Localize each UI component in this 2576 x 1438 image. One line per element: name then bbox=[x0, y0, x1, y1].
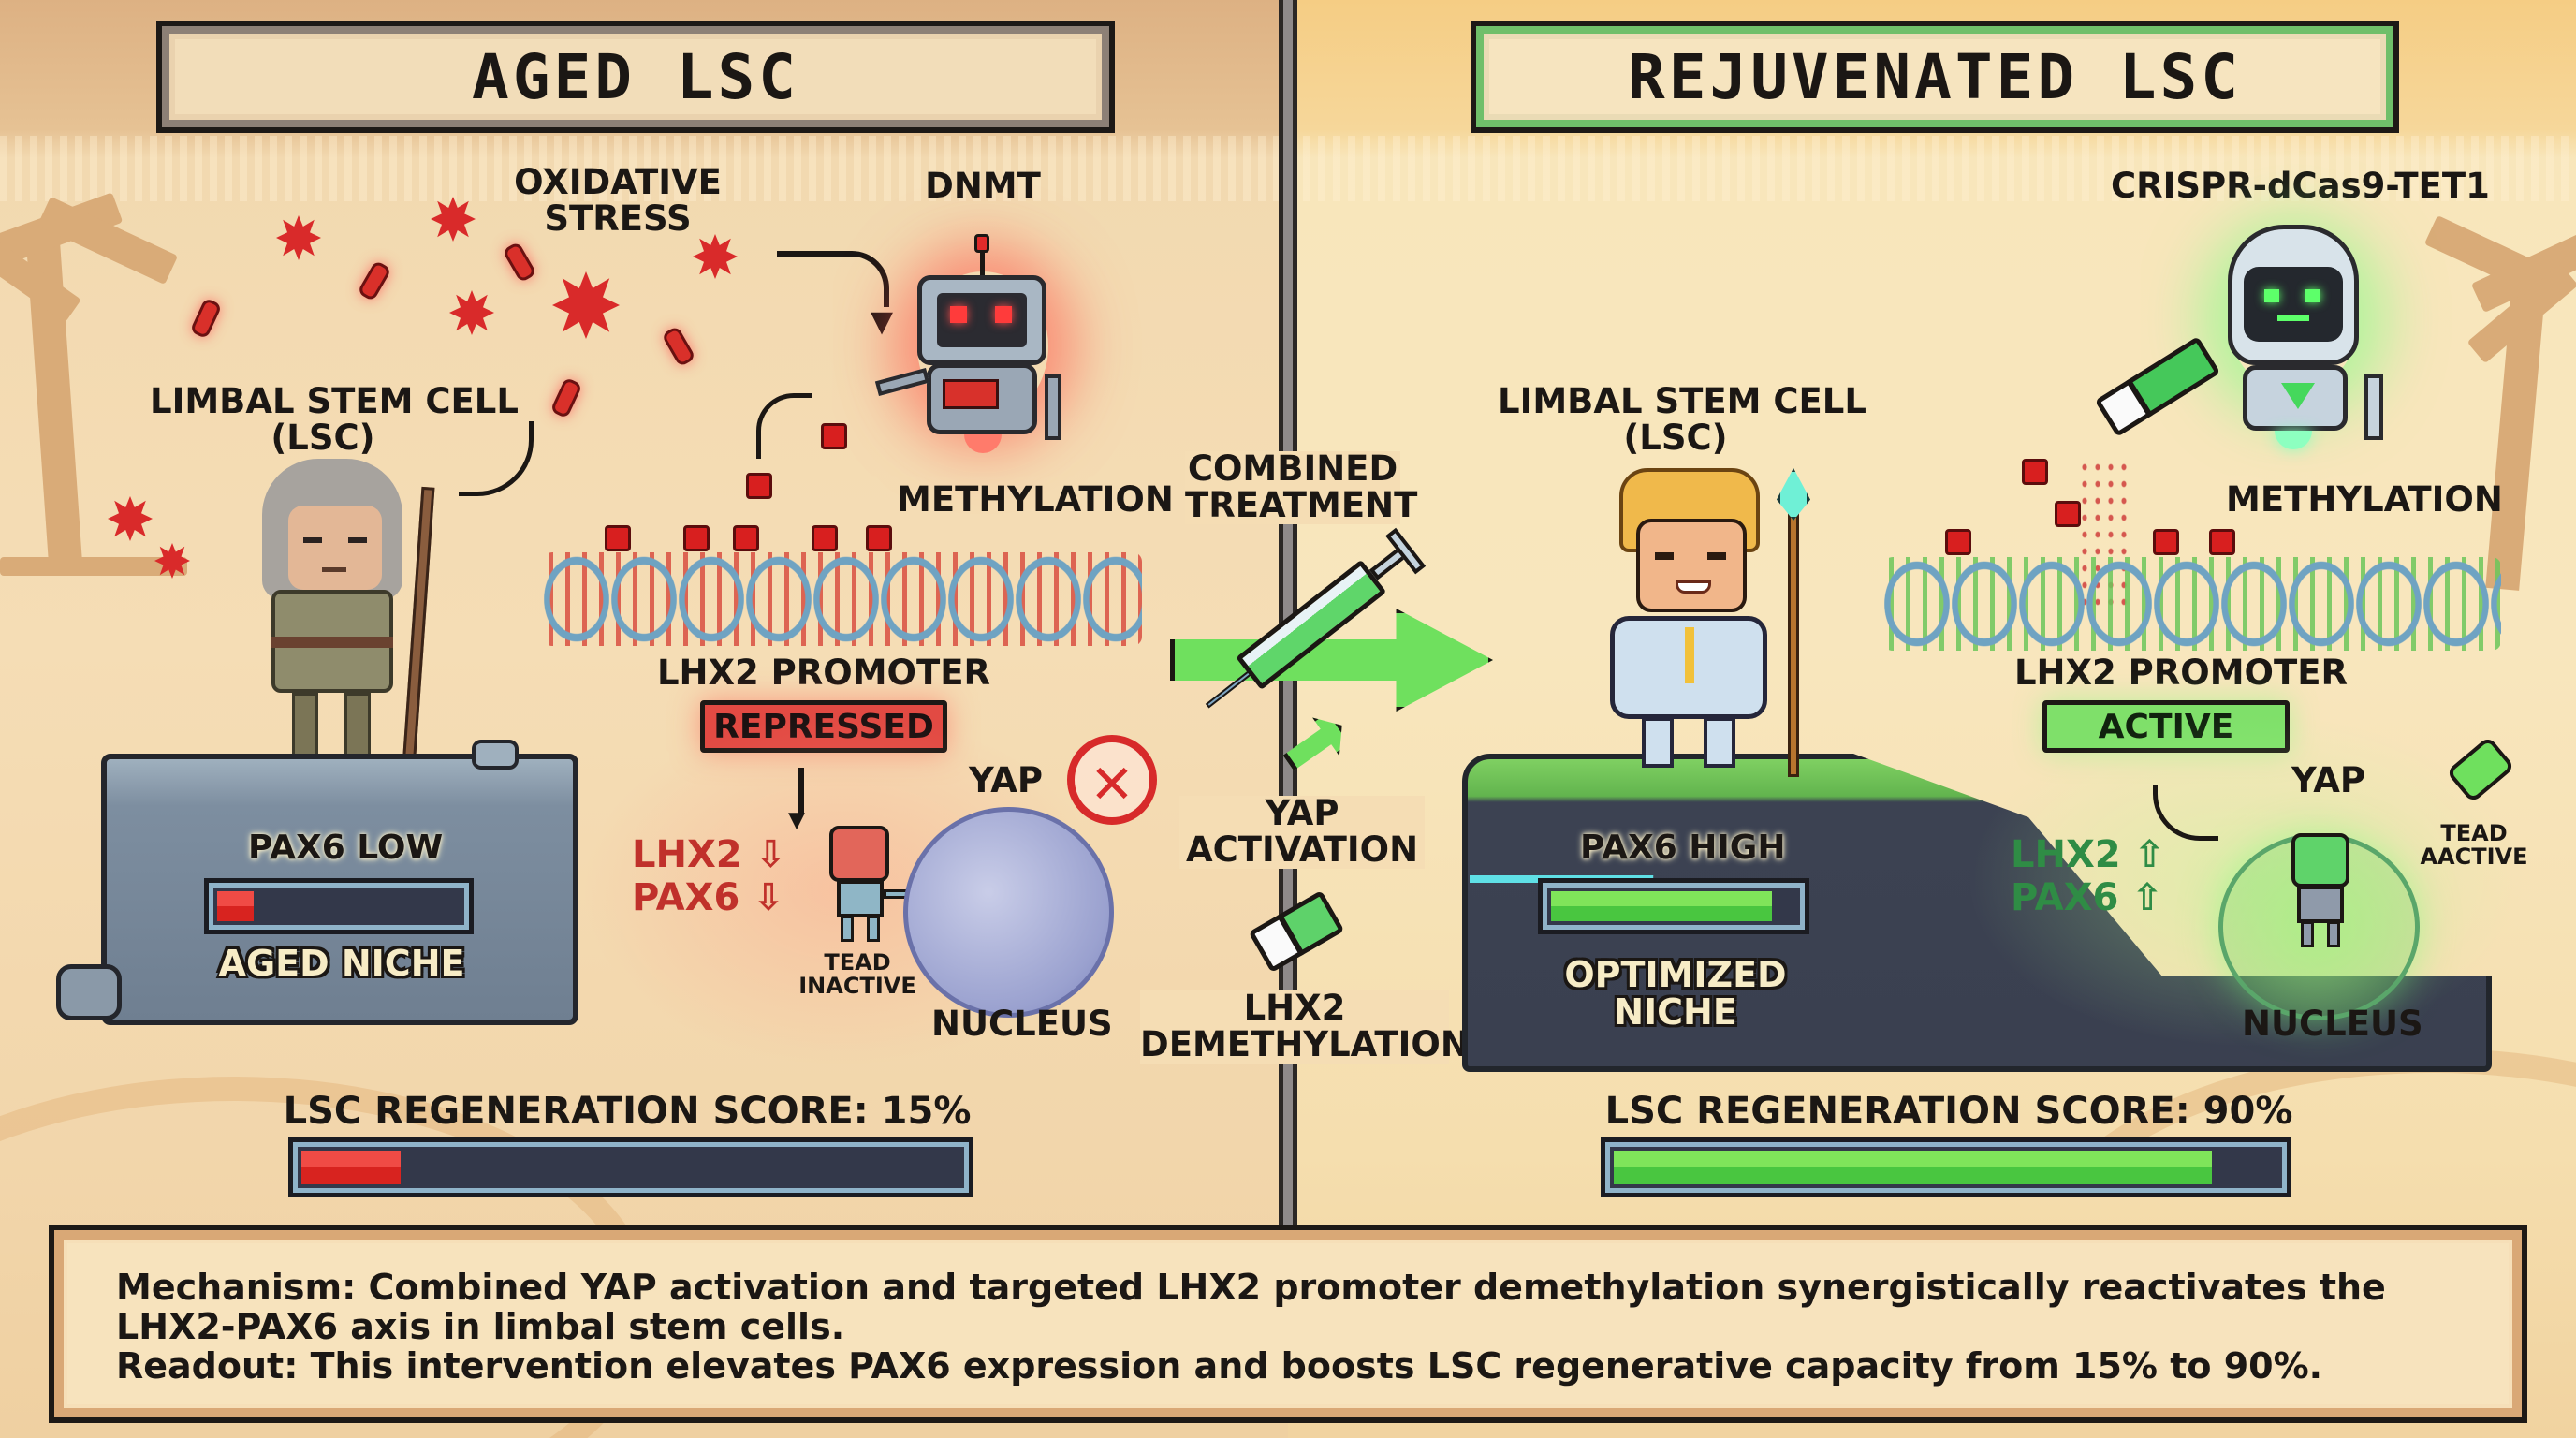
ros-particle-icon bbox=[693, 234, 738, 279]
mechanism-text-line-1: Mechanism: Combined YAP activation and t… bbox=[116, 1267, 2386, 1308]
arrow-promoter-to-tead bbox=[798, 768, 804, 814]
rejuvenated-lsc-label: LIMBAL STEM CELL (LSC) bbox=[1498, 381, 1866, 458]
palm-tree-silhouette bbox=[2415, 214, 2576, 609]
ros-particle-icon bbox=[276, 215, 321, 260]
arrow-head-icon: ▼ bbox=[788, 803, 806, 836]
pax6-high-bar-fill bbox=[1551, 891, 1772, 921]
yap-activation-label: YAP ACTIVATION bbox=[1179, 795, 1425, 869]
aged-nucleus bbox=[903, 807, 1114, 1018]
dnmt-robot-icon bbox=[861, 234, 1105, 459]
rejuvenated-score-bar-fill bbox=[1614, 1151, 2212, 1184]
aged-score-label: LSC REGENERATION SCORE: 15% bbox=[283, 1090, 972, 1133]
crispr-dcas9-tet1-label: CRISPR-dCas9-TET1 bbox=[2111, 166, 2490, 206]
methyl-group-icon bbox=[733, 525, 759, 551]
methyl-group-icon bbox=[1945, 529, 1971, 555]
up-arrow-icon: ⇧ bbox=[2131, 876, 2163, 919]
methyl-group-icon bbox=[812, 525, 838, 551]
oxidative-stress-particles bbox=[94, 178, 749, 609]
aged-stem-cell-character bbox=[234, 459, 449, 777]
gene-pax6-up: PAX6 ⇧ bbox=[2011, 876, 2163, 919]
optimized-niche-label: OPTIMIZED NICHE bbox=[1564, 954, 1787, 1033]
ros-pill-icon bbox=[549, 376, 583, 419]
aged-dna-helix bbox=[543, 552, 1142, 646]
rejuvenated-dna-helix bbox=[1883, 557, 2501, 651]
methyl-group-icon bbox=[746, 473, 772, 499]
rubble-icon bbox=[472, 740, 519, 770]
methyl-group-icon bbox=[605, 525, 631, 551]
ros-pill-icon bbox=[189, 297, 223, 340]
ros-particle-icon bbox=[108, 496, 153, 541]
aged-gene-list: LHX2 ⇩ PAX6 ⇩ bbox=[632, 833, 786, 919]
gene-pax6-down: PAX6 ⇩ bbox=[632, 876, 784, 919]
down-arrow-icon: ⇩ bbox=[754, 833, 787, 876]
aged-yap-label: YAP bbox=[969, 760, 1044, 800]
tead-inactive-character bbox=[812, 826, 921, 947]
lhx2-demethylation-label: LHX2 DEMETHYLATION bbox=[1140, 988, 1470, 1064]
methyl-group-icon bbox=[2055, 501, 2081, 527]
dnmt-label: DNMT bbox=[925, 166, 1041, 206]
rejuvenated-lsc-title: REJUVENATED LSC bbox=[1471, 21, 2399, 133]
aged-niche-label: AGED NICHE bbox=[218, 943, 465, 984]
combined-treatment-label: COMBINED TREATMENT bbox=[1185, 448, 1418, 525]
pax6-low-label: PAX6 LOW bbox=[248, 829, 444, 867]
rejuvenated-score-label: LSC REGENERATION SCORE: 90% bbox=[1604, 1090, 2293, 1133]
aged-nucleus-label: NUCLEUS bbox=[931, 1004, 1113, 1044]
yap-blocked-icon: ✕ bbox=[1067, 735, 1157, 825]
ros-particle-icon bbox=[552, 271, 620, 339]
ros-particle-icon bbox=[154, 543, 190, 579]
up-arrow-icon: ⇧ bbox=[2133, 833, 2166, 876]
arrow-dnmt-to-dna bbox=[756, 393, 812, 459]
mechanism-summary-box: Mechanism: Combined YAP activation and t… bbox=[49, 1225, 2527, 1423]
ros-particle-icon bbox=[449, 290, 494, 335]
rejuvenated-yap-label: YAP bbox=[2291, 760, 2366, 800]
arrow-ros-to-dnmt bbox=[777, 251, 889, 307]
pax6-low-bar-fill bbox=[217, 891, 254, 921]
aged-lsc-label: LIMBAL STEM CELL (LSC) bbox=[150, 381, 519, 458]
down-arrow-icon: ⇩ bbox=[753, 876, 784, 919]
rejuvenated-methylation-label: METHYLATION bbox=[2226, 479, 2503, 520]
arrow-head-icon: ▼ bbox=[871, 300, 894, 343]
aged-lsc-title: AGED LSC bbox=[156, 21, 1115, 133]
rejuvenated-score-bar bbox=[1601, 1137, 2291, 1197]
rejuvenated-gene-list: LHX2 ⇧ PAX6 ⇧ bbox=[2011, 833, 2165, 919]
ros-pill-icon bbox=[502, 241, 537, 284]
methyl-group-icon bbox=[821, 423, 847, 449]
tead-inactive-label: TEAD INACTIVE bbox=[798, 949, 916, 1000]
aged-promoter-label: LHX2 PROMOTER bbox=[656, 653, 991, 693]
rejuvenated-promoter-label: LHX2 PROMOTER bbox=[2013, 653, 2349, 693]
oxidative-stress-label: OXIDATIVE STRESS bbox=[514, 162, 722, 239]
readout-text: Readout: This intervention elevates PAX6… bbox=[116, 1345, 2323, 1387]
methyl-group-icon bbox=[2022, 459, 2048, 485]
promoter-status-repressed: REPRESSED bbox=[700, 700, 947, 753]
ros-pill-icon bbox=[661, 325, 696, 368]
methyl-group-icon bbox=[2153, 529, 2179, 555]
rejuvenated-stem-cell-character bbox=[1582, 468, 1816, 777]
aged-score-bar-fill bbox=[301, 1151, 401, 1184]
ros-pill-icon bbox=[357, 259, 392, 302]
pax6-high-bar bbox=[1538, 878, 1809, 934]
pax6-high-label: PAX6 HIGH bbox=[1580, 829, 1786, 867]
rubble-icon bbox=[56, 964, 122, 1020]
mechanism-text-line-2: LHX2-PAX6 axis in limbal stem cells. bbox=[116, 1306, 845, 1347]
aged-methylation-label: METHYLATION bbox=[897, 479, 1174, 520]
gene-lhx2-up: LHX2 ⇧ bbox=[2011, 833, 2166, 876]
ros-particle-icon bbox=[431, 197, 476, 242]
tead-active-label: TEAD AACTIVE bbox=[2420, 820, 2528, 871]
crispr-robot-icon bbox=[2094, 215, 2434, 459]
gene-lhx2-down: LHX2 ⇩ bbox=[632, 833, 787, 876]
palm-tree-silhouette bbox=[0, 187, 187, 580]
methylation-marks bbox=[543, 520, 936, 557]
pax6-low-bar bbox=[204, 878, 474, 934]
promoter-status-active: ACTIVE bbox=[2042, 700, 2290, 753]
methyl-group-icon bbox=[683, 525, 710, 551]
methyl-group-icon bbox=[2209, 529, 2235, 555]
rejuvenated-nucleus-label: NUCLEUS bbox=[2242, 1004, 2423, 1044]
aged-score-bar bbox=[288, 1137, 973, 1197]
methyl-group-icon bbox=[866, 525, 892, 551]
tead-active-character bbox=[2284, 833, 2359, 955]
